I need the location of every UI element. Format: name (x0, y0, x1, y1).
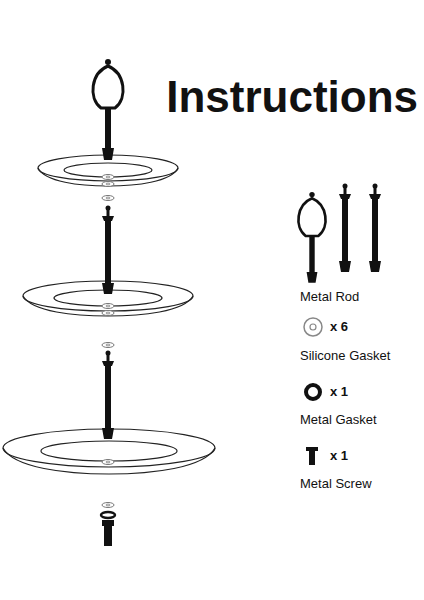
part-name: Metal Screw (300, 476, 372, 491)
part-name: Metal Gasket (300, 412, 377, 427)
part-name: Silicone Gasket (300, 348, 390, 363)
quantity: x 6 (330, 319, 348, 334)
page-title: Instructions (166, 72, 418, 122)
part-name: Metal Rod (300, 289, 359, 304)
quantity: x 1 (330, 384, 348, 399)
quantity: x 1 (330, 448, 348, 463)
